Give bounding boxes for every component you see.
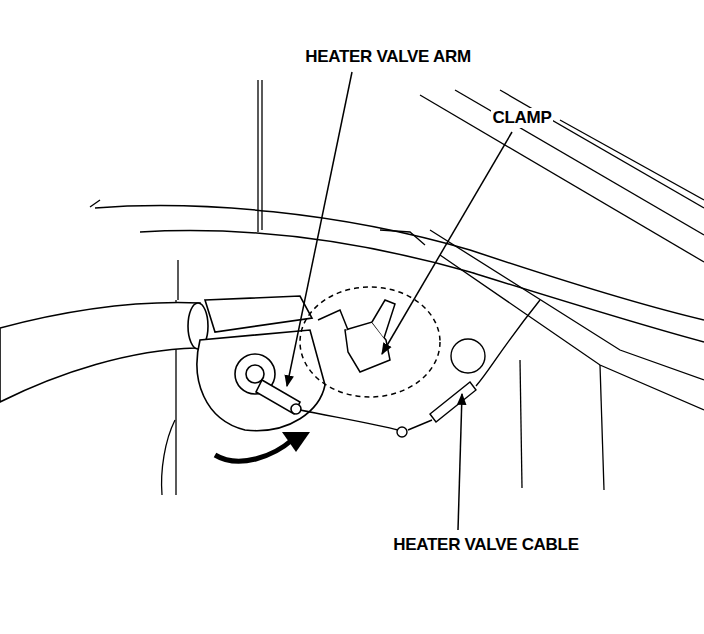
clamp-tab <box>372 300 395 338</box>
frame-line <box>600 365 604 490</box>
cable-wire <box>408 420 432 430</box>
detail-circle <box>300 287 440 397</box>
cable-eye <box>397 427 407 437</box>
leader-lines <box>287 72 512 530</box>
mount-bracket <box>205 296 312 332</box>
clamp-clip <box>318 310 348 330</box>
leader-line <box>287 72 352 386</box>
frame-line <box>520 360 522 488</box>
part-label: HEATER VALVE ARM <box>303 47 473 67</box>
part-label: CLAMP <box>491 108 554 128</box>
cable-sheath <box>476 300 540 386</box>
arrow-shaft <box>215 440 292 461</box>
panel-edge <box>90 200 100 207</box>
valve-body <box>197 330 325 431</box>
panel-edge <box>177 260 178 300</box>
frame-line <box>420 95 704 262</box>
panel-edge <box>261 80 262 230</box>
background-panels <box>90 80 704 495</box>
arm-pin <box>291 404 301 414</box>
hose-body <box>0 303 200 402</box>
rotation-arrow <box>215 432 310 461</box>
cable-wire <box>300 410 398 430</box>
leader-line <box>382 132 512 354</box>
frame-line <box>162 420 175 495</box>
frame-line <box>430 230 704 380</box>
heater-valve-cable <box>300 300 540 437</box>
heater-valve <box>197 330 325 431</box>
clamp-assembly <box>300 287 440 397</box>
frame-line <box>560 120 704 200</box>
arrow-head <box>282 432 310 452</box>
panel-edge <box>257 80 258 232</box>
grommet <box>451 339 485 373</box>
frame-line <box>455 90 704 235</box>
valve-arm <box>256 380 300 414</box>
cable-housing <box>430 382 476 422</box>
part-label: HEATER VALVE CABLE <box>391 535 580 555</box>
frame-line <box>440 255 704 410</box>
leader-line <box>458 394 462 530</box>
